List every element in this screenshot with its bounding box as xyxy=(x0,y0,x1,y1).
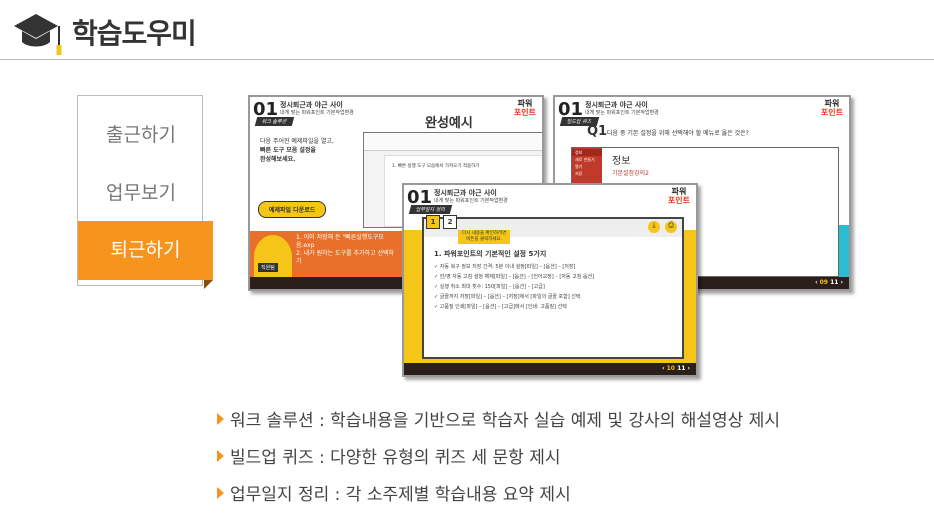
bullet-text: 업무일지 정리 : 각 소주제별 학습내용 요약 제시 xyxy=(230,485,571,505)
instruction-line: 빠른 도구 모음 설정을 xyxy=(260,147,316,154)
list-item-text: 자동 복구 정보 저장 간격: 5분 이내 설정[파일] – [옵션] – [저… xyxy=(439,264,576,270)
list-item-text: 한/영 자동 고침 설정 해제[파일] – [옵션] – [언어교정] – [자… xyxy=(439,274,595,280)
download-icon[interactable]: ⤓ xyxy=(648,221,660,233)
menu-item: 저장 xyxy=(575,171,583,176)
panel-subtitle: 기본설정강의2 xyxy=(612,170,649,177)
lesson-number: 01 xyxy=(558,99,584,120)
list-item-text: 글꼴까지 저장[파일] – [옵션] – [저장]에서 [파일의 글꼴 포함] … xyxy=(439,294,581,300)
page-indicator: ‹ 10 11 › xyxy=(662,365,690,372)
logo-line2: 포인트 xyxy=(513,108,536,117)
note-line: 2. 내가 원하는 도구를 추가하고 선택하기 xyxy=(296,250,395,265)
logo-line2: 포인트 xyxy=(820,108,843,117)
bullet-item: 빌드업 퀴즈 : 다양한 유형의 퀴즈 세 문항 제시 xyxy=(217,443,560,468)
list-item-text: 실행 취소 최대 횟수: 150[파일] – [옵션] – [고급] xyxy=(439,284,545,290)
lesson-subtitle: 내게 맞는 파워포인트 기본작업환경 xyxy=(280,110,354,116)
bullet-item: 업무일지 정리 : 각 소주제별 학습내용 요약 제시 xyxy=(217,480,571,505)
page-title: 학습도우미 xyxy=(72,17,197,50)
list-item: ✓ 자동 복구 정보 저장 간격: 5분 이내 설정[파일] – [옵션] – … xyxy=(434,264,576,270)
page-indicator: ‹ 09 11 › xyxy=(815,279,843,286)
triangle-bullet-icon xyxy=(217,487,224,499)
logo-line1: 파워 xyxy=(517,99,533,108)
list-item: ✓ 고품질 인쇄[파일] – [옵션] – [고급]에서 [인쇄: 고품질] 선… xyxy=(434,304,567,310)
sidebar-item-clock-in[interactable]: 출근하기 xyxy=(106,124,176,146)
character-label: 직원팀 xyxy=(258,263,278,272)
bullet-item: 워크 솔루션 : 학습내용을 기반으로 학습자 실습 예제 및 강사의 해설영상… xyxy=(217,406,780,431)
ribbon-fold xyxy=(204,280,213,289)
character-icon xyxy=(254,235,292,279)
panel-title: 정보 xyxy=(612,156,631,167)
logo-line2: 포인트 xyxy=(667,196,690,205)
current-page: 10 xyxy=(666,365,675,372)
bullet-text: 워크 솔루션 : 학습내용을 기반으로 학습자 실습 예제 및 강사의 해설영상… xyxy=(230,411,781,431)
sidebar: 출근하기 업무보기 퇴근하기 xyxy=(77,95,213,289)
list-item: ✓ 글꼴까지 저장[파일] – [옵션] – [저장]에서 [파일의 글꼴 포함… xyxy=(434,294,581,300)
question-number: Q1 xyxy=(587,124,608,139)
triangle-bullet-icon xyxy=(217,450,224,462)
logo-line1: 파워 xyxy=(671,187,687,196)
journal-heading: 1. 파워포인트의 기본적인 설정 5가지 xyxy=(434,250,547,258)
section-tag: 워크 솔루션 xyxy=(254,117,294,126)
current-page: 09 xyxy=(819,279,828,286)
tooltip-line: 다시 내용을 확인하려면 xyxy=(462,231,507,236)
tab-2[interactable]: 2 xyxy=(443,215,457,229)
menu-item: 정보 xyxy=(572,149,602,156)
instructions: 다음 주어진 예제파일을 열고, 빠른 도구 모음 설정을 완성해보세요. xyxy=(260,137,350,164)
sidebar-item-clock-out[interactable]: 퇴근하기 xyxy=(78,221,213,280)
instruction-line: 다음 주어진 예제파일을 열고, xyxy=(260,138,334,145)
instruction-line: 완성해보세요. xyxy=(260,156,296,163)
lesson-title: 정시퇴근과 야근 사이 xyxy=(280,101,343,109)
sidebar-item-work[interactable]: 업무보기 xyxy=(106,182,176,204)
menu-item: 새로 만들기 xyxy=(575,157,595,162)
menu-item: 열기 xyxy=(575,164,583,169)
total-pages: 11 xyxy=(830,279,839,286)
triangle-bullet-icon xyxy=(217,413,224,425)
graduation-cap-icon xyxy=(14,14,62,55)
logo-line1: 파워 xyxy=(824,99,840,108)
bullet-text: 빌드업 퀴즈 : 다양한 유형의 퀴즈 세 문항 제시 xyxy=(230,448,561,468)
note-line: 1. 이미 저장해 둔 "빠른실행도구모음.exp xyxy=(296,234,384,249)
total-pages: 11 xyxy=(677,365,686,372)
header: 학습도우미 xyxy=(0,0,934,60)
lesson-title: 정시퇴근과 야근 사이 xyxy=(434,189,497,197)
list-item: ✓ 한/영 자동 고침 설정 해제[파일] – [옵션] – [언어교정] – … xyxy=(434,274,595,280)
section-tag: 업무일지 정리 xyxy=(408,205,453,214)
list-item: ✓ 실행 취소 최대 횟수: 150[파일] – [옵션] – [고급] xyxy=(434,284,545,290)
question-text: 다음 중 기본 설정을 위해 선택해야 할 메뉴로 옳은 것은? xyxy=(607,130,749,137)
slide-text: 1. 빠른 실행 도구 모음에서 가져오기 적용하기 xyxy=(392,164,480,169)
lesson-subtitle: 내게 맞는 파워포인트 기본작업환경 xyxy=(434,198,508,204)
list-item-text: 고품질 인쇄[파일] – [옵션] – [고급]에서 [인쇄: 고품질] 선택 xyxy=(439,304,567,310)
lesson-number: 01 xyxy=(253,99,279,120)
lesson-title: 정시퇴근과 야근 사이 xyxy=(585,101,648,109)
lesson-subtitle: 내게 맞는 파워포인트 기본작업환경 xyxy=(585,110,659,116)
example-heading: 완성예시 xyxy=(425,116,473,131)
journal-list: ✓ 자동 복구 정보 저장 간격: 5분 이내 설정[파일] – [옵션] – … xyxy=(434,262,680,312)
tab-1[interactable]: 1 xyxy=(426,215,440,229)
print-icon[interactable]: ⎙ xyxy=(665,221,677,233)
lesson-number: 01 xyxy=(407,187,433,208)
download-example-button[interactable]: 예제파일 다운로드 xyxy=(258,201,327,218)
tooltip-line: 버튼을 클릭하세요. xyxy=(466,237,503,242)
player-bar: ‹ 10 11 › xyxy=(404,363,696,375)
